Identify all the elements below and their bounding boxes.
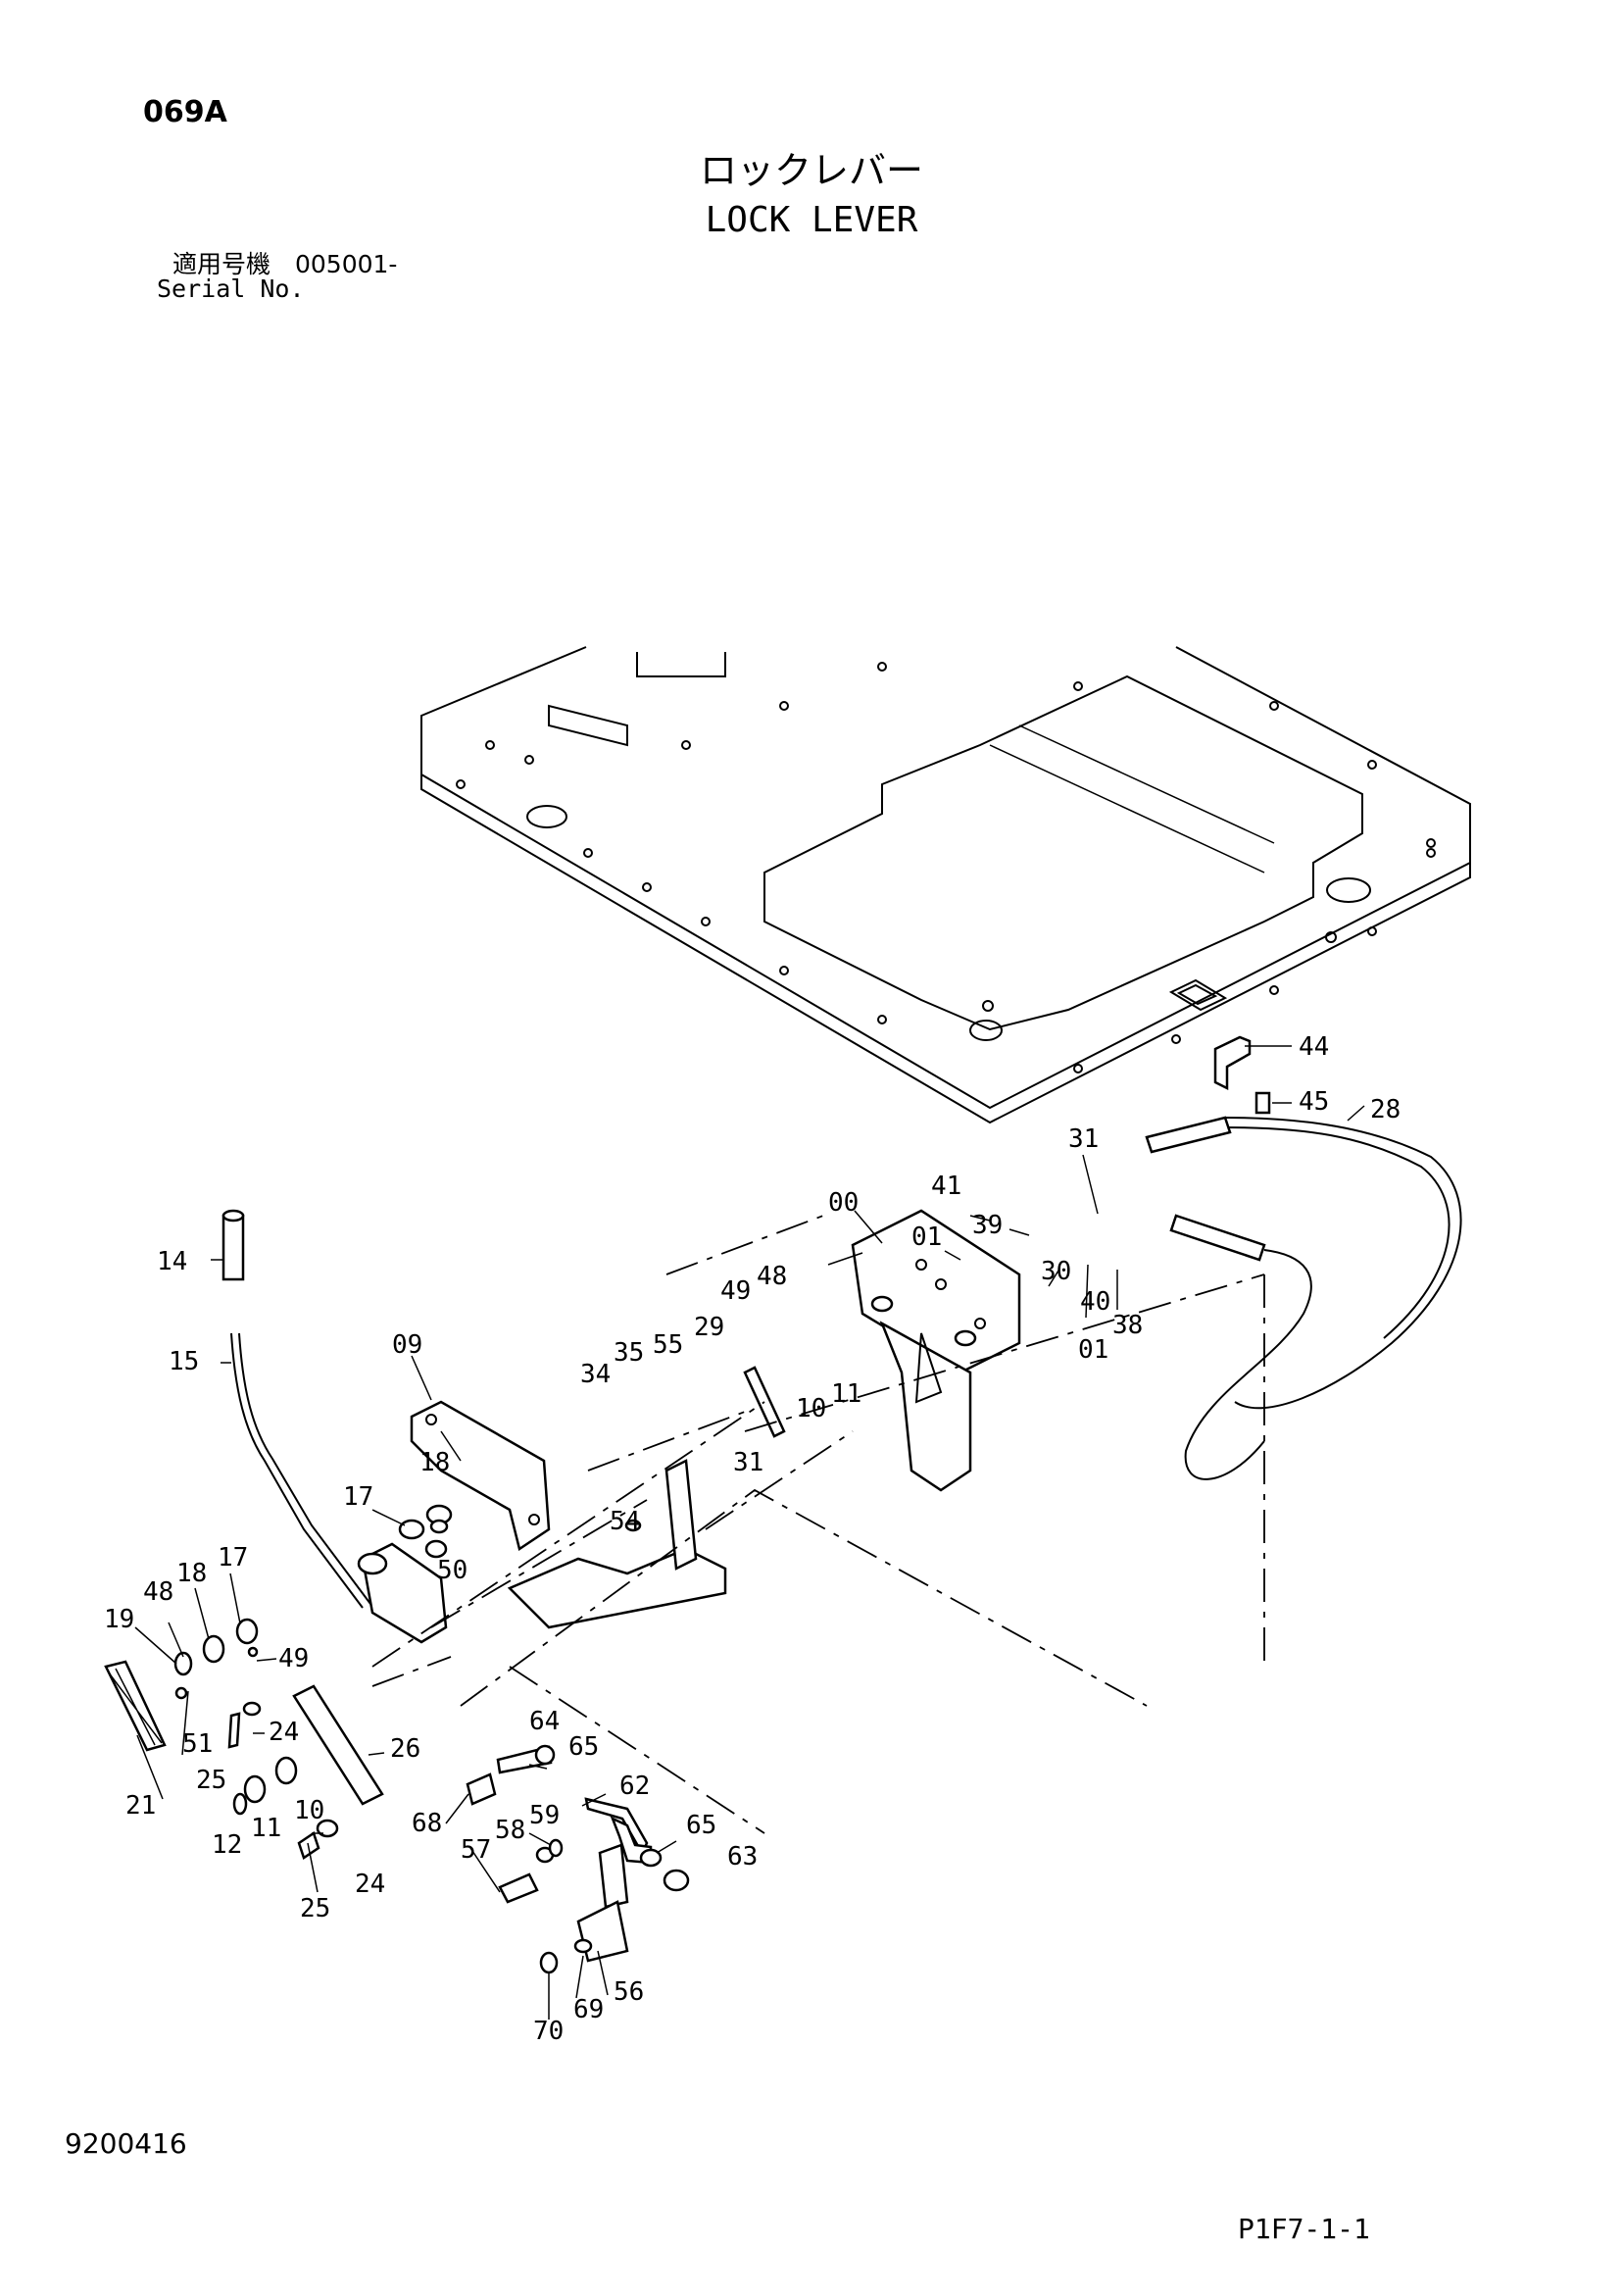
callout-label: 65 xyxy=(568,1732,599,1762)
callout-label: 00 xyxy=(828,1188,859,1218)
callout-label: 30 xyxy=(1041,1257,1071,1286)
callout-label: 10 xyxy=(294,1796,324,1825)
callout-label: 41 xyxy=(931,1172,961,1201)
cable-28 xyxy=(1145,1105,1462,1480)
callout-label: 18 xyxy=(176,1559,207,1588)
callout-label: 25 xyxy=(300,1894,330,1923)
callout-label: 29 xyxy=(694,1313,724,1342)
callout-label: 26 xyxy=(390,1734,420,1764)
callout-label: 64 xyxy=(529,1707,560,1736)
lever-15 xyxy=(221,1209,371,1609)
callout-label: 24 xyxy=(355,1870,385,1899)
callout-label: 01 xyxy=(911,1223,942,1252)
serial-label: Serial No. xyxy=(157,275,305,303)
callout-label: 10 xyxy=(796,1394,826,1423)
document-number: 9200416 xyxy=(65,2127,187,2160)
callout-label: 19 xyxy=(104,1605,134,1634)
callout-label: 54 xyxy=(610,1507,640,1536)
center-lines xyxy=(371,1215,1265,1834)
callout-label: 35 xyxy=(614,1338,644,1368)
callout-label: 58 xyxy=(495,1816,525,1845)
callout-label: 12 xyxy=(212,1830,242,1860)
callout-label: 49 xyxy=(720,1276,751,1306)
callout-label: 48 xyxy=(143,1577,173,1607)
callout-label: 09 xyxy=(392,1330,422,1360)
callout-label: 14 xyxy=(157,1247,187,1276)
callout-label: 69 xyxy=(573,1995,604,2024)
callout-label: 21 xyxy=(125,1791,156,1821)
callout-label: 45 xyxy=(1299,1087,1329,1117)
page-title: LOCK LEVER xyxy=(705,200,918,240)
page-reference: P1F7-1-1 xyxy=(1238,2213,1370,2245)
callout-label: 55 xyxy=(653,1330,683,1360)
bracket-00 xyxy=(827,1209,1021,1492)
callout-label: 15 xyxy=(169,1347,199,1376)
callout-label: 17 xyxy=(218,1543,248,1572)
callout-label: 51 xyxy=(182,1729,213,1759)
callout-label: 59 xyxy=(529,1801,560,1830)
callout-label: 28 xyxy=(1370,1095,1401,1124)
linkage-parts xyxy=(466,1744,690,1974)
callout-label: 62 xyxy=(619,1772,650,1801)
serial-label-japanese: 適用号機 005001- xyxy=(172,250,398,278)
callout-label: 65 xyxy=(686,1811,716,1840)
callout-label: 56 xyxy=(614,1977,644,2007)
link-assembly xyxy=(357,1366,786,1644)
floor-plate xyxy=(420,646,1471,1124)
leader-lines xyxy=(134,1154,1118,2020)
callout-label: 17 xyxy=(343,1482,373,1512)
figure-code: 069A xyxy=(143,95,227,129)
callout-label: 44 xyxy=(1299,1032,1329,1062)
callout-label: 11 xyxy=(251,1814,281,1843)
callout-label: 49 xyxy=(278,1644,309,1673)
callout-label: 70 xyxy=(533,2017,564,2046)
callout-label: 25 xyxy=(196,1766,226,1795)
callout-label: 48 xyxy=(757,1262,787,1291)
callout-label: 31 xyxy=(1068,1124,1099,1154)
callout-label: 18 xyxy=(419,1448,450,1477)
callout-label: 50 xyxy=(437,1556,467,1585)
callout-label: 40 xyxy=(1080,1287,1110,1317)
callout-label: 63 xyxy=(727,1842,758,1872)
callout-label: 34 xyxy=(580,1360,611,1389)
callout-label: 01 xyxy=(1078,1335,1108,1365)
callout-label: 68 xyxy=(412,1809,442,1838)
callout-label: 39 xyxy=(972,1211,1003,1240)
callout-label: 24 xyxy=(269,1718,299,1747)
callout-label: 38 xyxy=(1112,1311,1143,1340)
callout-label: 11 xyxy=(831,1379,861,1409)
page-title-japanese: ロックレバー xyxy=(699,149,923,192)
callout-label: 31 xyxy=(733,1448,763,1477)
callout-label: 57 xyxy=(461,1835,491,1865)
callout-labels: 44 45 28 31 41 39 30 40 38 00 01 01 49 4… xyxy=(104,1032,1401,2046)
bracket-44 xyxy=(1213,1035,1292,1115)
